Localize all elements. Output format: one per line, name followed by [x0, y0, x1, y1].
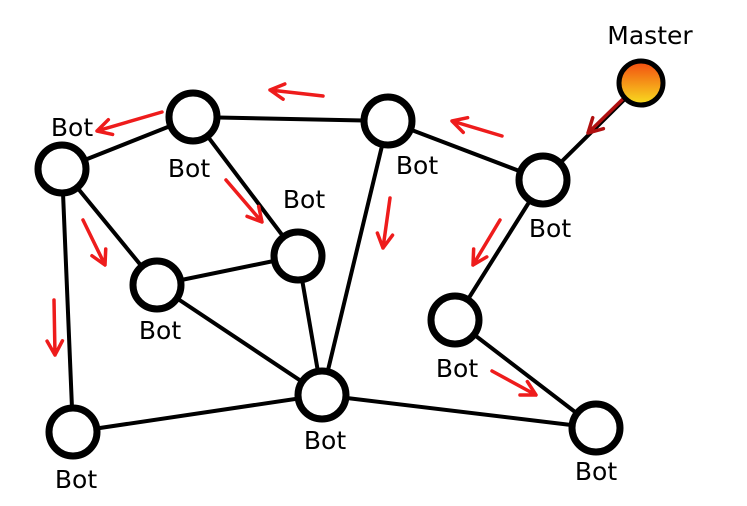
arrow-icon-A-I [45, 298, 65, 357]
edge-B-E [191, 115, 300, 258]
bot-label-C: Bot [396, 151, 438, 180]
bot-node-A [34, 141, 90, 197]
bot-node-B [165, 89, 221, 145]
bot-label-F: Bot [139, 316, 181, 345]
edge-A-I [60, 167, 75, 434]
edge-C-H [320, 119, 390, 397]
edge-D-G [453, 178, 545, 322]
arrow-icon-C-B [268, 82, 325, 101]
bot-label-A: Bot [51, 113, 93, 142]
master-node [616, 58, 666, 108]
master-label: Master [607, 21, 693, 50]
bot-node-J [568, 400, 624, 456]
nodes-group [34, 58, 666, 460]
arrow-icon-master-D [586, 94, 628, 135]
edge-F-H [155, 283, 324, 397]
bot-label-H: Bot [304, 426, 346, 455]
arrow-icon-C-H [375, 196, 395, 250]
edge-G-J [453, 318, 598, 430]
bot-node-G [427, 292, 483, 348]
edges-group [60, 81, 643, 434]
edge-D-C [386, 119, 545, 182]
bot-label-D: Bot [529, 214, 571, 243]
bot-node-C [360, 93, 416, 149]
edge-C-B [191, 115, 390, 123]
bot-label-I: Bot [55, 465, 97, 494]
bot-node-F [129, 257, 185, 313]
bot-label-J: Bot [575, 457, 617, 486]
arrow-icon-B-A [95, 110, 164, 137]
arrow-icon-D-G [471, 218, 502, 267]
edge-H-J [320, 393, 598, 430]
bot-label-G: Bot [436, 354, 478, 383]
arrow-icon-G-J [490, 369, 538, 397]
bot-node-E [270, 228, 326, 284]
bot-node-D [515, 152, 571, 208]
bot-label-B: Bot [168, 154, 210, 183]
bot-node-I [45, 404, 101, 460]
arrow-icon-D-C [450, 115, 504, 138]
bot-node-H [294, 367, 350, 423]
arrow-icon-A-F [81, 218, 108, 267]
bot-label-E: Bot [283, 185, 325, 214]
arrow-icon-B-E [224, 178, 264, 224]
arrows-group [45, 82, 628, 397]
edge-H-I [71, 393, 324, 434]
